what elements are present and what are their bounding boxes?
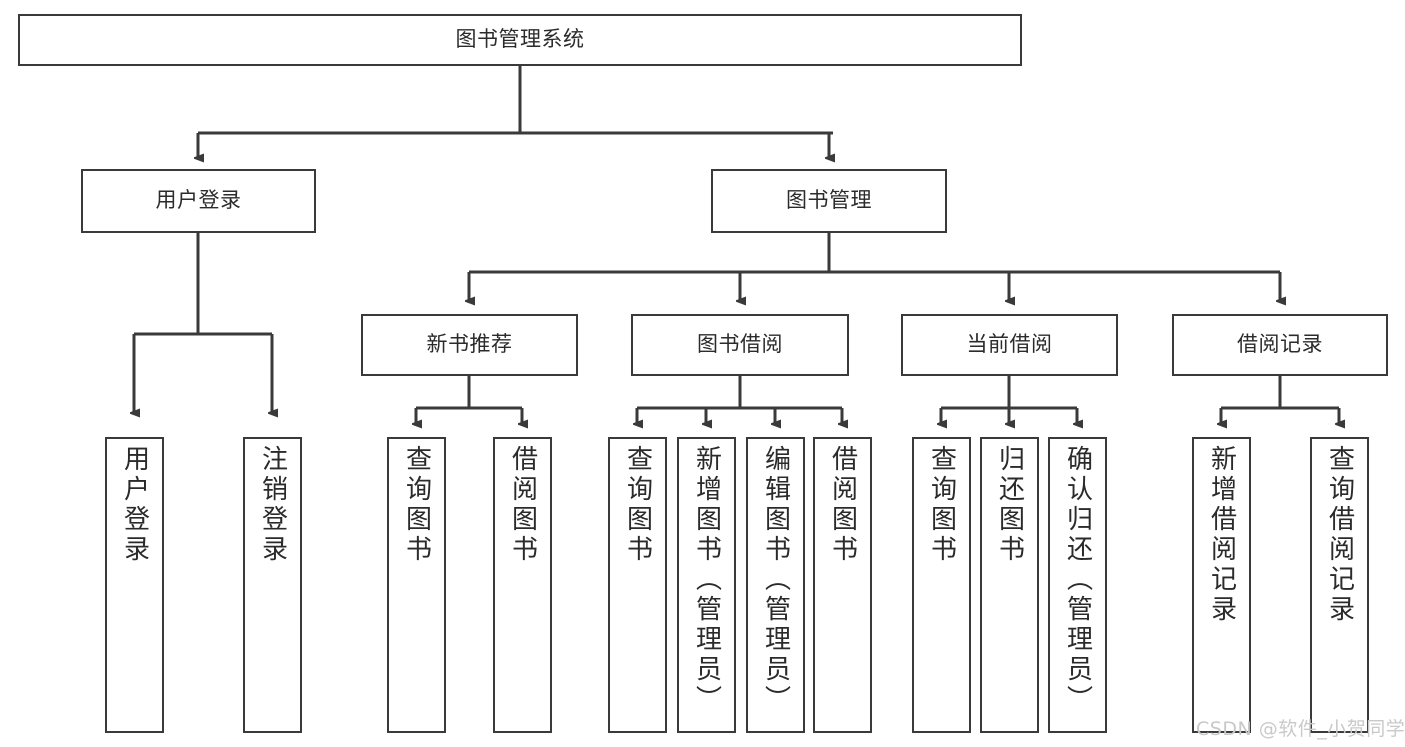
node-current-borrow[interactable]: 当前借阅 xyxy=(901,314,1118,376)
node-leaf-borrow-book-2[interactable]: 借阅图书 xyxy=(813,437,872,733)
node-leaf-return-book[interactable]: 归还图书 xyxy=(980,437,1039,733)
node-leaf-query-record[interactable]: 查询借阅记录 xyxy=(1310,437,1369,733)
node-label: 新增借阅记录 xyxy=(1206,445,1237,625)
node-user-login[interactable]: 用户登录 xyxy=(81,169,316,233)
node-leaf-add-record[interactable]: 新增借阅记录 xyxy=(1192,437,1251,733)
node-leaf-add-book[interactable]: 新增图书（管理员） xyxy=(677,437,736,733)
node-label: 借阅图书 xyxy=(827,445,858,565)
node-root-system[interactable]: 图书管理系统 xyxy=(18,14,1022,66)
node-new-book-recommend[interactable]: 新书推荐 xyxy=(361,314,578,376)
node-label: 查询图书 xyxy=(622,445,653,565)
node-label: 新增图书（管理员） xyxy=(691,445,722,715)
node-label: 当前借阅 xyxy=(966,332,1053,357)
node-borrow-record[interactable]: 借阅记录 xyxy=(1172,314,1388,376)
node-book-manage[interactable]: 图书管理 xyxy=(711,169,947,233)
node-leaf-edit-book[interactable]: 编辑图书（管理员） xyxy=(746,437,805,733)
node-label: 图书管理系统 xyxy=(455,27,585,52)
node-label: 新书推荐 xyxy=(426,332,513,357)
node-leaf-query-book-2[interactable]: 查询图书 xyxy=(608,437,667,733)
node-leaf-logout[interactable]: 注销登录 xyxy=(243,437,302,733)
node-label: 借阅图书 xyxy=(507,445,538,565)
csdn-watermark: CSDN @软件_小贺同学 xyxy=(1196,718,1405,740)
node-label: 查询图书 xyxy=(926,445,957,565)
node-label: 查询图书 xyxy=(401,445,432,565)
node-label: 图书管理 xyxy=(786,188,872,213)
node-leaf-borrow-book-1[interactable]: 借阅图书 xyxy=(493,437,552,733)
node-label: 用户登录 xyxy=(119,445,150,565)
node-label: 用户登录 xyxy=(155,188,242,213)
node-leaf-query-book-1[interactable]: 查询图书 xyxy=(387,437,446,733)
node-leaf-confirm-return[interactable]: 确认归还（管理员） xyxy=(1048,437,1107,733)
node-label: 借阅记录 xyxy=(1237,332,1323,357)
node-leaf-query-book-3[interactable]: 查询图书 xyxy=(912,437,971,733)
node-book-borrow[interactable]: 图书借阅 xyxy=(631,314,849,376)
node-label: 归还图书 xyxy=(994,445,1025,565)
node-label: 查询借阅记录 xyxy=(1324,445,1355,625)
node-label: 确认归还（管理员） xyxy=(1062,445,1093,715)
node-leaf-user-login[interactable]: 用户登录 xyxy=(105,437,164,733)
node-label: 注销登录 xyxy=(257,445,288,565)
node-label: 编辑图书（管理员） xyxy=(760,445,791,715)
node-label: 图书借阅 xyxy=(697,332,783,357)
